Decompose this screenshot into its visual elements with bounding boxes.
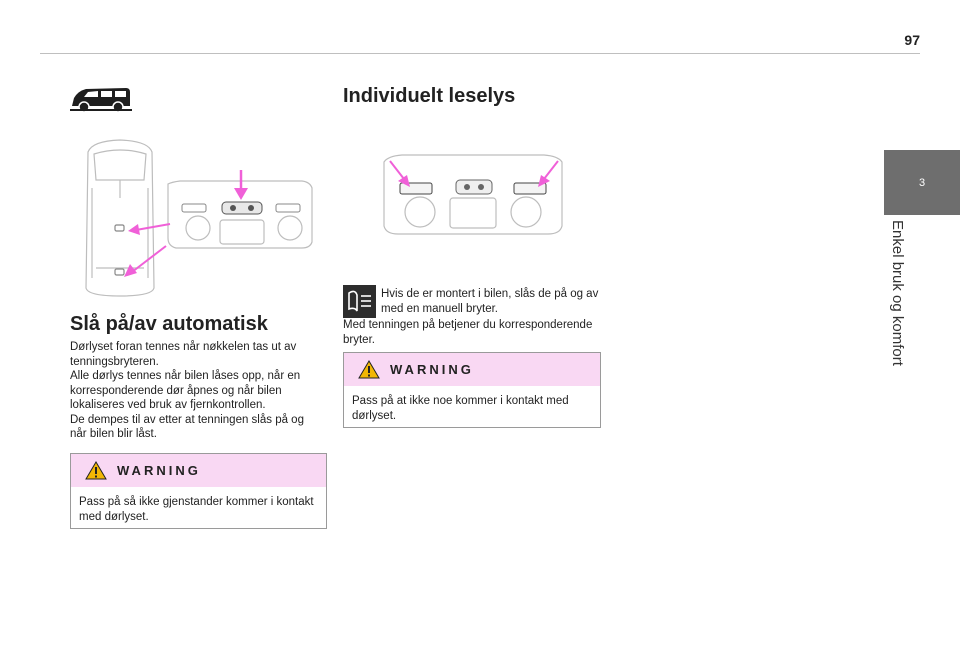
warning-box-left: WARNING Pass på så ikke gjenstander komm…: [70, 453, 327, 529]
warning-text: Pass på at ikke noe kommer i kontakt med…: [352, 395, 569, 422]
info-text: Hvis de er montert i bilen, slås de på o…: [381, 288, 599, 315]
warning-triangle-icon: [85, 461, 107, 480]
section-title-reading-light: Individuelt leselys: [343, 85, 516, 107]
reading-light-body: Med tenningen på betjener du korresponde…: [343, 319, 593, 346]
header-rule: [40, 53, 920, 54]
warning-text: Pass på så ikke gjenstander kommer i kon…: [79, 496, 314, 523]
warning-label: WARNING: [117, 463, 201, 478]
warning-box-right: WARNING Pass på at ikke noe kommer i kon…: [343, 352, 601, 428]
paragraph: Alle dørlys tennes når bilen låses opp, …: [70, 370, 301, 411]
door-light-illustration: [85, 139, 313, 297]
reading-light-illustration: [383, 154, 563, 235]
chapter-title: Enkel bruk og komfort: [889, 220, 906, 366]
warning-header: WARNING: [71, 454, 326, 487]
section-title-automatic: Slå på/av automatisk: [70, 313, 268, 335]
warning-triangle-icon: [358, 360, 380, 379]
warning-label: WARNING: [390, 362, 474, 377]
pink-arrow-icon: [124, 170, 248, 277]
paragraph: De dempes til av etter at tenningen slås…: [70, 413, 304, 441]
chapter-title-vertical: Enkel bruk og komfort: [866, 220, 926, 420]
automatic-body: Dørlyset foran tennes når nøkkelen tas u…: [70, 340, 320, 442]
page-number: 97: [904, 32, 920, 48]
info-note-icon: [343, 285, 376, 318]
paragraph: Dørlyset foran tennes når nøkkelen tas u…: [70, 341, 297, 368]
chapter-tab: 3: [884, 150, 960, 215]
van-silhouette-icon: [70, 88, 132, 113]
pink-arrow-icon: [389, 160, 559, 187]
chapter-number: 3: [918, 177, 926, 189]
warning-header: WARNING: [344, 353, 600, 386]
